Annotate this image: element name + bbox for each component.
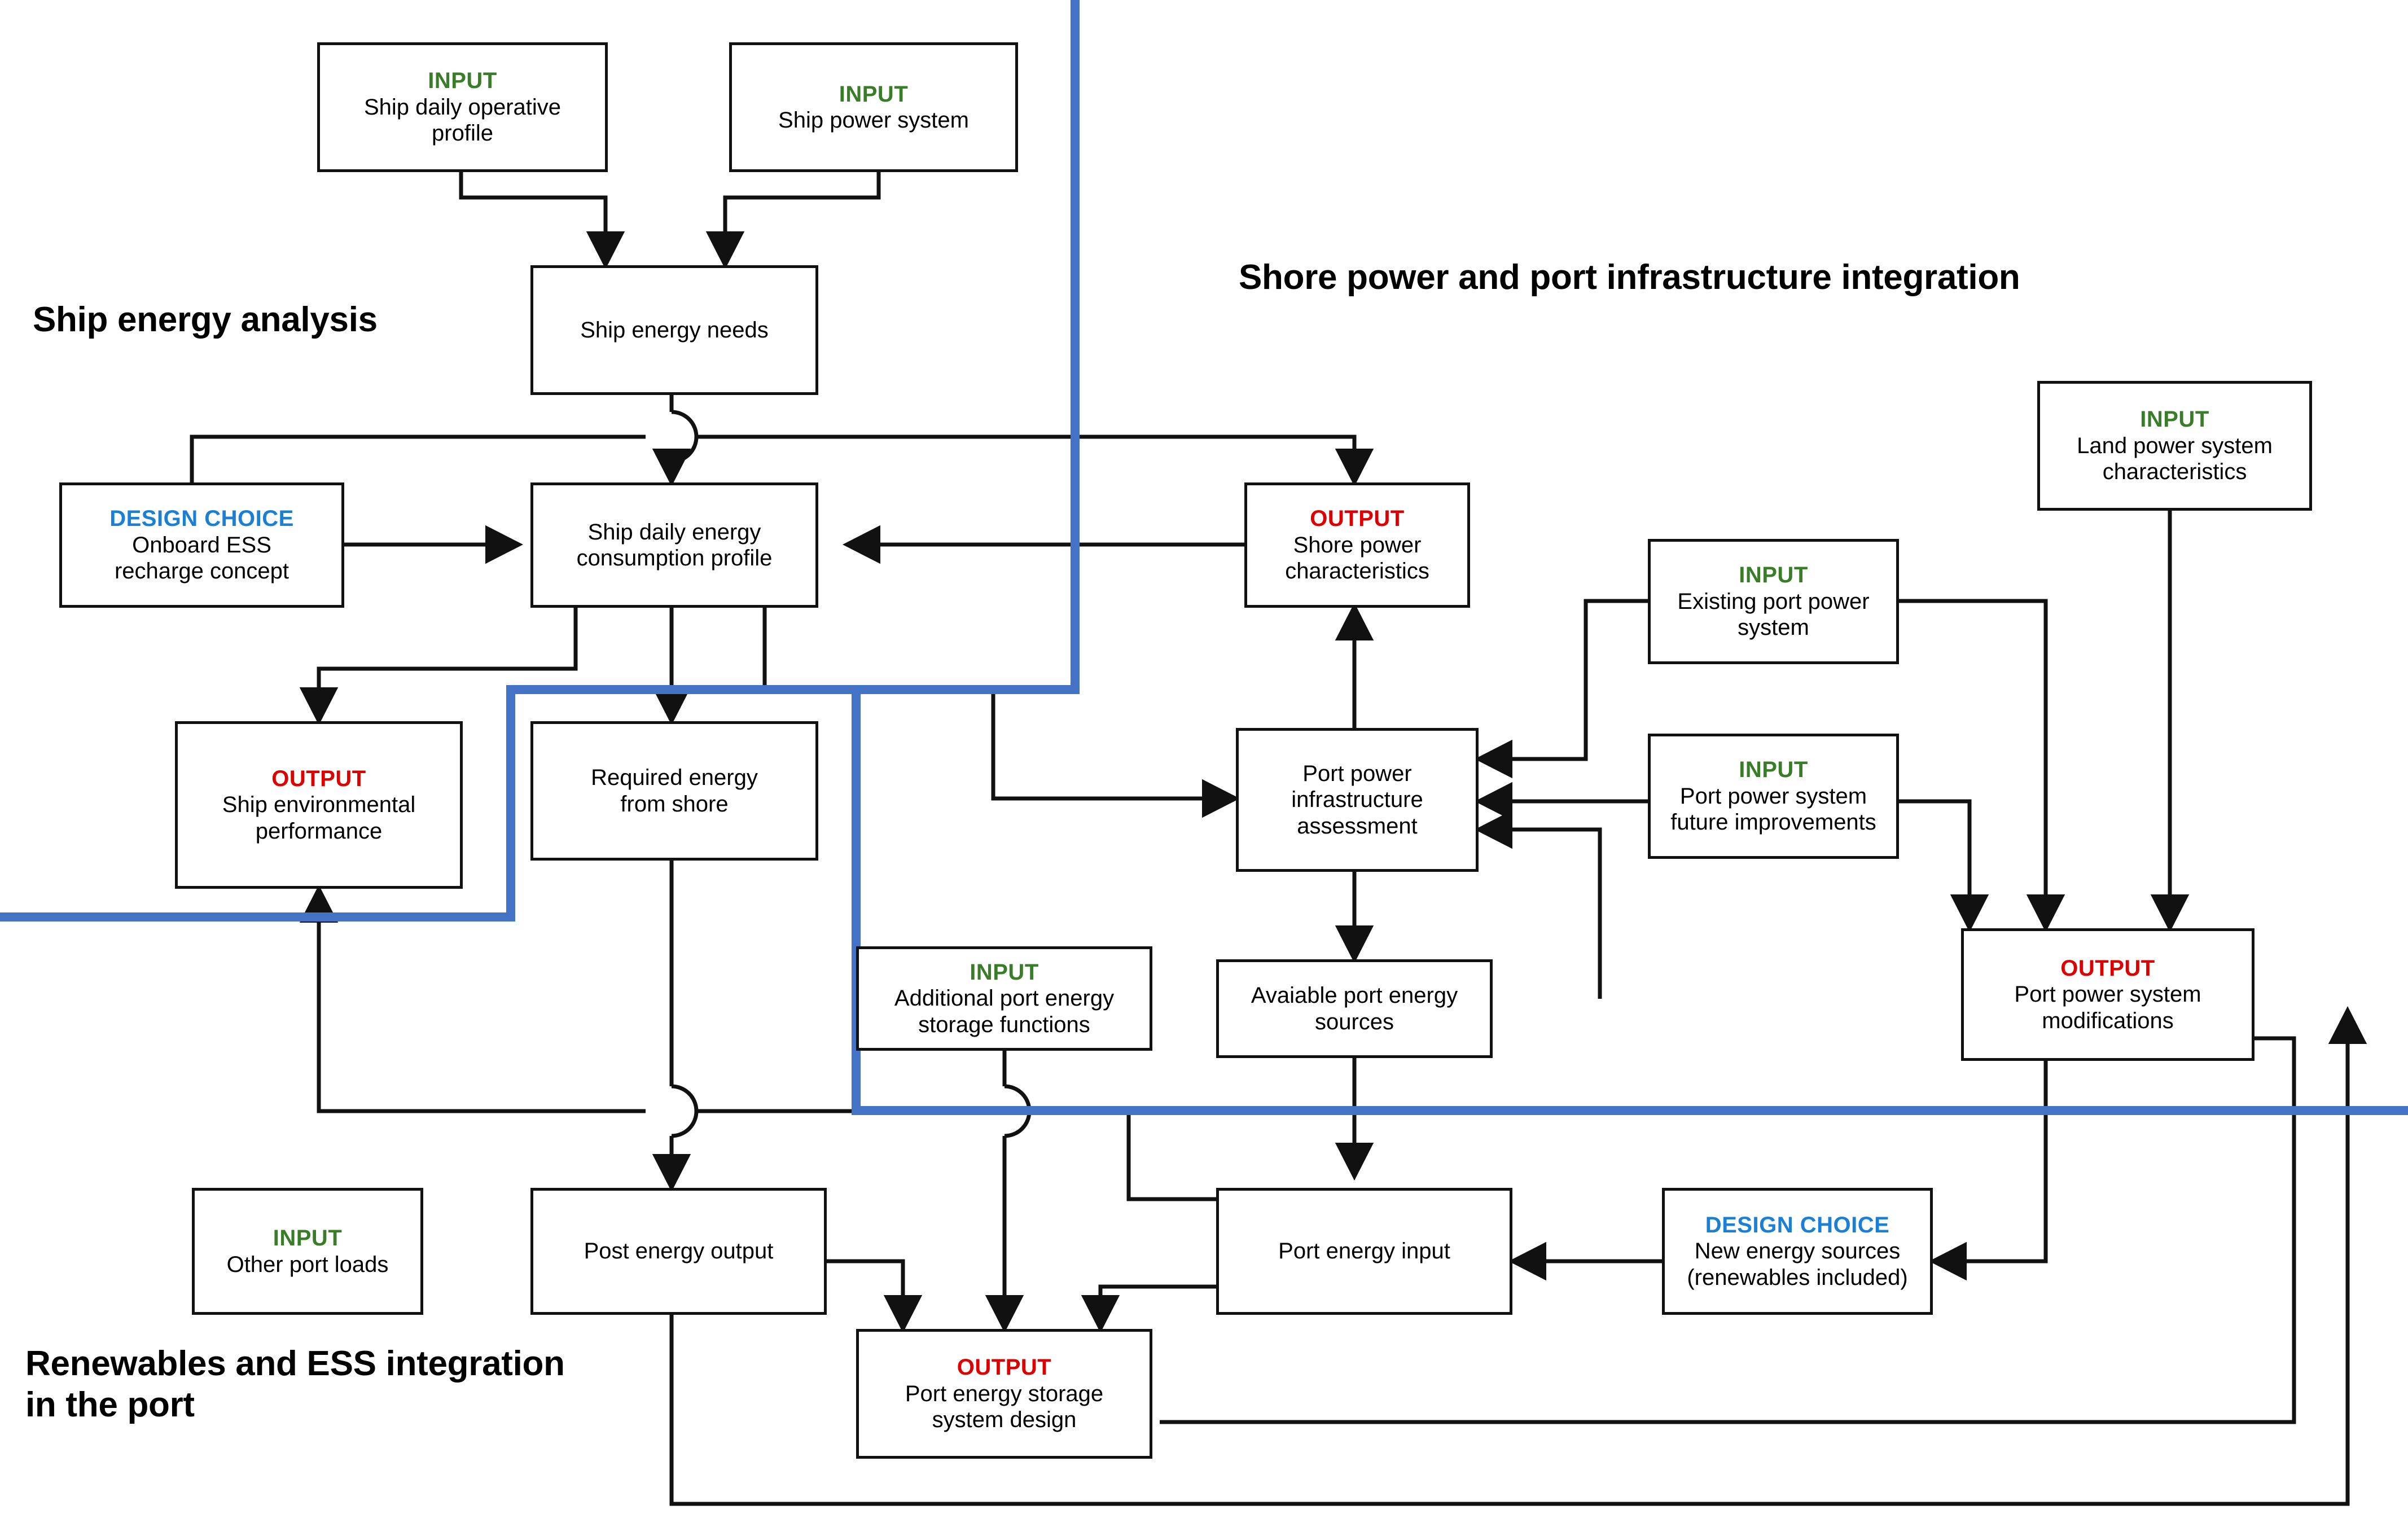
boundary-shore-power-left <box>852 685 1545 1115</box>
node-title: Existing port power system <box>1677 589 1870 640</box>
node-port-energy-storage-system-design[interactable]: OUTPUT Port energy storage system design <box>856 1329 1152 1459</box>
node-title: Onboard ESS recharge concept <box>114 532 290 584</box>
node-post-energy-output[interactable]: Post energy output <box>530 1188 827 1315</box>
node-port-power-system-modifications[interactable]: OUTPUT Port power system modifications <box>1961 928 2255 1061</box>
node-onboard-ess-recharge-concept[interactable]: DESIGN CHOICE Onboard ESS recharge conce… <box>59 482 344 608</box>
node-title: Port power infrastructure assessment <box>1291 761 1423 839</box>
node-ship-environmental-performance[interactable]: OUTPUT Ship environmental performance <box>175 721 463 889</box>
node-title: Ship daily energy consumption profile <box>576 519 773 571</box>
section-title-ship-energy-analysis: Ship energy analysis <box>33 300 378 339</box>
node-other-port-loads[interactable]: INPUT Other port loads <box>192 1188 423 1315</box>
node-title: Ship environmental performance <box>222 792 416 844</box>
node-tag: DESIGN CHOICE <box>109 506 294 532</box>
node-title: Ship power system <box>778 108 969 133</box>
node-tag: OUTPUT <box>2060 955 2155 981</box>
edge-bus-to-shorepower <box>698 435 1374 486</box>
node-tag: INPUT <box>970 959 1039 985</box>
node-tag: OUTPUT <box>957 1355 1052 1380</box>
boundary-ship-energy-analysis <box>0 0 1080 922</box>
node-tag: INPUT <box>1739 757 1808 783</box>
edge-post-to-storage <box>827 1259 923 1333</box>
node-port-power-infrastructure-assessment[interactable]: Port power infrastructure assessment <box>1236 728 1479 872</box>
node-port-energy-input[interactable]: Port energy input <box>1216 1188 1512 1315</box>
node-existing-port-power-system[interactable]: INPUT Existing port power system <box>1648 539 1899 664</box>
node-title: Required energy from shore <box>591 765 758 817</box>
node-new-energy-sources[interactable]: DESIGN CHOICE New energy sources (renewa… <box>1662 1188 1933 1315</box>
node-title: Shore power characteristics <box>1285 532 1429 584</box>
edge-portenergyinput-to-storage <box>1081 1284 1216 1333</box>
node-tag: OUTPUT <box>1310 506 1405 532</box>
edge-powersys-to-needs <box>705 172 881 269</box>
node-tag: DESIGN CHOICE <box>1705 1212 1890 1238</box>
node-title: Additional port energy storage functions <box>894 986 1115 1037</box>
node-title: Avaiable port energy sources <box>1251 983 1458 1034</box>
edge-modifications-to-assessment <box>1475 810 1602 999</box>
edge-operative-to-needs <box>459 172 625 269</box>
node-title: Port power system modifications <box>2014 982 2201 1033</box>
node-required-energy-from-shore[interactable]: Required energy from shore <box>530 721 818 861</box>
node-ship-power-system[interactable]: INPUT Ship power system <box>729 42 1018 172</box>
node-title: Port power system future improvements <box>1670 783 1876 835</box>
edge-bus-to-environmental <box>299 885 646 1113</box>
node-shore-power-characteristics[interactable]: OUTPUT Shore power characteristics <box>1244 482 1470 608</box>
node-title: Land power system characteristics <box>2077 433 2273 485</box>
node-title: Other port loads <box>226 1252 389 1277</box>
edge-future-to-modifications <box>1899 799 1989 932</box>
node-tag: OUTPUT <box>271 766 366 791</box>
node-title: Ship energy needs <box>580 317 769 343</box>
edge-profile-to-environmental <box>299 607 578 725</box>
node-tag: INPUT <box>428 68 497 94</box>
node-title: Port energy input <box>1278 1239 1450 1264</box>
section-title-renewables-ess-port: Renewables and ESS integration in the po… <box>25 1344 565 1425</box>
edge-modifications-to-newsources <box>1929 1061 2048 1281</box>
section-title-shore-power-port-infrastructure: Shore power and port infrastructure inte… <box>1239 258 2020 297</box>
node-tag: INPUT <box>1739 563 1808 588</box>
node-ship-energy-needs[interactable]: Ship energy needs <box>530 265 818 395</box>
node-avaiable-port-energy-sources[interactable]: Avaiable port energy sources <box>1216 959 1493 1058</box>
node-additional-port-energy-storage-functions[interactable]: INPUT Additional port energy storage fun… <box>856 946 1152 1051</box>
node-port-power-system-future-improvements[interactable]: INPUT Port power system future improveme… <box>1648 734 1899 859</box>
edge-required-hop <box>671 1084 699 1138</box>
node-title: Post energy output <box>584 1239 774 1264</box>
node-land-power-system-characteristics[interactable]: INPUT Land power system characteristics <box>2037 381 2312 511</box>
node-tag: INPUT <box>839 81 909 107</box>
node-title: New energy sources (renewables included) <box>1687 1239 1908 1290</box>
node-title: Port energy storage system design <box>905 1381 1104 1433</box>
edge-existing-to-modifications <box>1899 599 2065 932</box>
node-ship-daily-energy-consumption-profile[interactable]: Ship daily energy consumption profile <box>530 482 818 608</box>
edge-post-bottom-loop <box>669 1006 2367 1506</box>
node-tag: INPUT <box>2140 407 2209 432</box>
node-ship-daily-operative-profile[interactable]: INPUT Ship daily operative profile <box>317 42 608 172</box>
edge-existing-to-assessment <box>1475 599 1648 779</box>
node-title: Ship daily operative profile <box>363 94 562 146</box>
node-tag: INPUT <box>273 1226 343 1251</box>
